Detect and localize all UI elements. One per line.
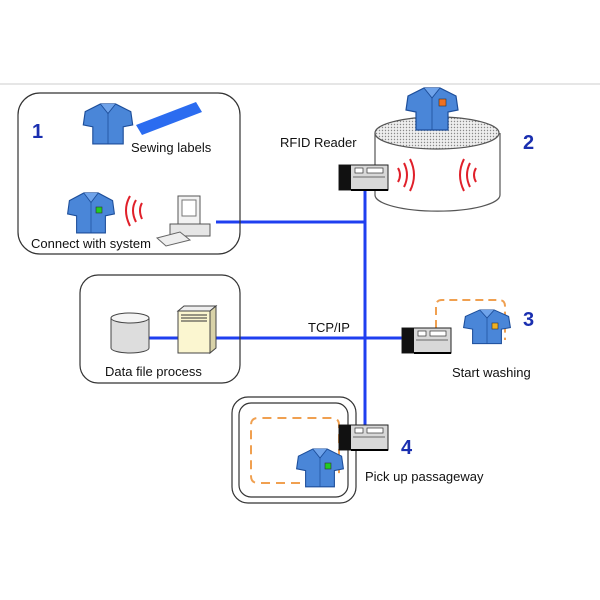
- data-box: [79, 274, 241, 384]
- server-icon: [176, 304, 218, 355]
- database-icon: [110, 312, 150, 354]
- rfid-reader-device-icon: [338, 424, 389, 451]
- tcp-ip-label: TCP/IP: [308, 320, 350, 335]
- sewing-labels-label: Sewing labels: [131, 140, 212, 155]
- washing-zone-dashed: [435, 299, 506, 346]
- sewing-label-strip-icon: [136, 102, 202, 135]
- computer-icon: [155, 195, 211, 247]
- step-3-number: 3: [523, 309, 534, 331]
- shirt-icon: [463, 309, 511, 345]
- rfid-reader-label: RFID Reader: [280, 135, 357, 150]
- data-file-process-label: Data file process: [105, 364, 202, 379]
- rfid-tag-yellow: [491, 322, 499, 330]
- step-1-box: [17, 92, 241, 255]
- rfid-reader-device-icon: [401, 327, 452, 354]
- rfid-tag-green: [95, 206, 103, 214]
- network-lines: [149, 188, 402, 426]
- start-washing-label: Start washing: [452, 365, 531, 380]
- step-2-group: RFID Reader 2: [280, 87, 534, 212]
- rfid-tag-orange: [438, 98, 447, 107]
- rfid-wave-icon: [397, 158, 477, 192]
- step-2-number: 2: [523, 132, 534, 154]
- tagged-shirt-icon: [67, 192, 115, 234]
- step-3-group: 3 Start washing: [401, 299, 534, 380]
- data-file-process-group: Data file process: [79, 274, 241, 384]
- shirt-icon: [296, 448, 344, 488]
- rfid-wave-icon: [125, 195, 143, 227]
- shirt-icon: [82, 103, 134, 145]
- rfid-reader-device-icon: [338, 164, 389, 191]
- rfid-tag-green: [324, 462, 332, 470]
- passageway-zone-dashed: [250, 417, 340, 484]
- washing-drum-icon: [374, 116, 501, 212]
- connect-with-system-label: Connect with system: [31, 236, 151, 251]
- pick-up-passageway-label: Pick up passageway: [365, 469, 484, 484]
- step-1-number: 1: [32, 121, 43, 143]
- step-4-number: 4: [401, 437, 413, 459]
- step-1-group: 1 Sewing labels Connect with system: [17, 92, 241, 255]
- step-4-group: 4 Pick up passageway: [231, 396, 484, 504]
